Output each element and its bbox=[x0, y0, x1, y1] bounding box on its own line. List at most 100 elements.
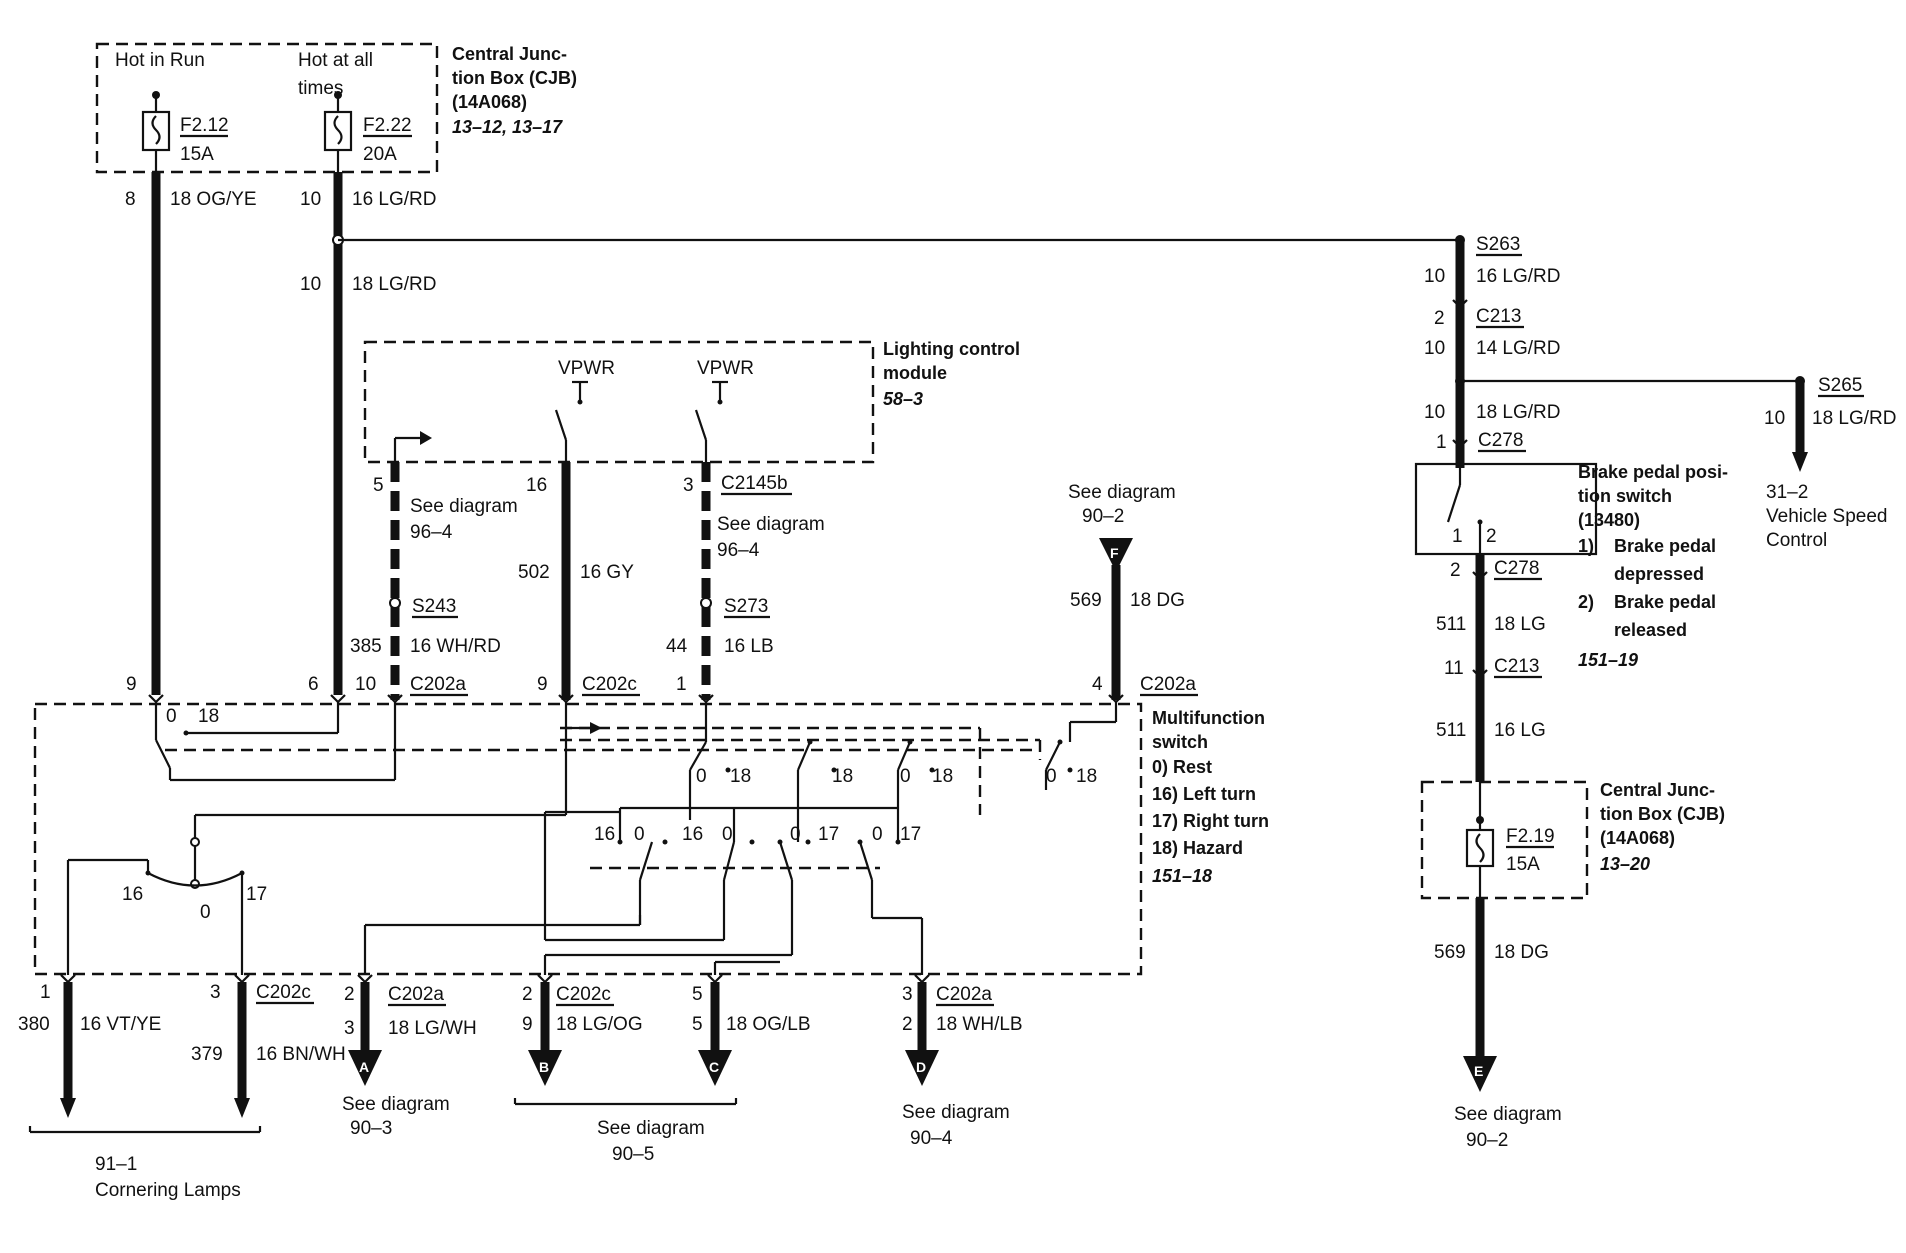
cornering-ref: 91–1 bbox=[95, 1154, 137, 1175]
s273-label: S273 bbox=[724, 596, 768, 617]
c278b-label: C278 bbox=[1494, 558, 1539, 579]
wire-b bbox=[528, 982, 562, 1086]
mfs-pos-17: 17) Right turn bbox=[1152, 811, 1269, 831]
pin-9: 9 bbox=[126, 674, 137, 695]
wire-d bbox=[905, 982, 939, 1086]
vpwr-2-label: VPWR bbox=[697, 358, 754, 379]
fuse-f212-id: F2.12 bbox=[180, 115, 229, 136]
see-964b-ref: 96–4 bbox=[717, 540, 760, 561]
pin-a-2: 2 bbox=[344, 984, 355, 1005]
see-902-top-ref: 90–2 bbox=[1082, 506, 1124, 527]
pin-1-bottom: 1 bbox=[40, 982, 51, 1003]
wire-380 bbox=[60, 982, 76, 1118]
fuse-f212-icon bbox=[141, 91, 171, 172]
wire-44-desc: 16 LB bbox=[724, 636, 774, 657]
vsc-label-2: Control bbox=[1766, 530, 1827, 551]
mfs-n17a: 17 bbox=[818, 824, 839, 845]
wire-c bbox=[698, 982, 732, 1086]
multifunction-switch-box bbox=[33, 702, 1143, 976]
r10a-num: 10 bbox=[1424, 266, 1445, 287]
wire-c-desc: 18 OG/LB bbox=[726, 1014, 811, 1035]
c202c-bottom-label: C202c bbox=[256, 982, 311, 1003]
r511a-num: 511 bbox=[1436, 614, 1466, 635]
connector-d-label: D bbox=[916, 1059, 926, 1075]
bpp-ref: 151–19 bbox=[1578, 650, 1638, 670]
pin-3: 3 bbox=[683, 475, 694, 496]
mfs-n0c: 0 bbox=[900, 766, 911, 787]
cjb-right-title-2: tion Box (CJB) bbox=[1600, 804, 1725, 824]
wire-379-num: 379 bbox=[191, 1044, 223, 1065]
mfs-n17b: 17 bbox=[900, 824, 921, 845]
cjb-top-part: (14A068) bbox=[452, 92, 527, 112]
connector-f-icon bbox=[1099, 538, 1133, 572]
bpp-item1-b: depressed bbox=[1614, 564, 1704, 584]
wire-right-main bbox=[1452, 235, 1468, 468]
see-902-top: See diagram bbox=[1068, 482, 1176, 503]
cjb-right-ref: 13–20 bbox=[1600, 854, 1650, 874]
mfs-n16b: 16 bbox=[682, 824, 703, 845]
mfs-ref: 151–18 bbox=[1152, 866, 1212, 886]
see-bc-ref: 90–5 bbox=[612, 1144, 654, 1165]
lcm-switch-2-icon bbox=[694, 380, 728, 462]
see-964b: See diagram bbox=[717, 514, 825, 535]
mfs-n18a: 18 bbox=[198, 706, 219, 727]
mfs-pos-16: 16) Left turn bbox=[1152, 784, 1256, 804]
wire-b-desc: 18 LG/OG bbox=[556, 1014, 643, 1035]
c202a-d-label: C202a bbox=[936, 984, 992, 1005]
r11-num: 11 bbox=[1444, 658, 1464, 679]
cjb-top-title-1: Central Junc- bbox=[452, 44, 567, 64]
mfs-n18c: 18 bbox=[832, 766, 853, 787]
s243-label: S243 bbox=[412, 596, 456, 617]
sw-pin-1: 1 bbox=[1452, 526, 1463, 547]
wire-380-num: 380 bbox=[18, 1014, 50, 1035]
mfs-n0e: 0 bbox=[634, 824, 645, 845]
lcm-output-5-icon bbox=[393, 431, 432, 462]
see-a-ref: 90–3 bbox=[350, 1118, 392, 1139]
pin-d-3: 3 bbox=[902, 984, 913, 1005]
hot-at-all-times-label: times bbox=[298, 78, 343, 99]
cjb-right-title-1: Central Junc- bbox=[1600, 780, 1715, 800]
r10c-num: 10 bbox=[1424, 402, 1445, 423]
wire-385 bbox=[389, 462, 401, 700]
pin-3-bottom: 3 bbox=[210, 982, 221, 1003]
pin-1: 1 bbox=[676, 674, 687, 695]
pin-4: 4 bbox=[1092, 674, 1103, 695]
fuse-f222-id: F2.22 bbox=[363, 115, 412, 136]
wire-10-lg-rd bbox=[332, 172, 344, 695]
fuse-f222-icon bbox=[323, 91, 353, 172]
mfs-n0f: 0 bbox=[722, 824, 733, 845]
c278a-label: C278 bbox=[1478, 430, 1523, 451]
r2b-num: 2 bbox=[1450, 560, 1461, 581]
mfs-n16a: 16 bbox=[594, 824, 615, 845]
cjb-top-ref: 13–12, 13–17 bbox=[452, 117, 563, 137]
pin-c-5a: 5 bbox=[692, 984, 703, 1005]
pin-10: 10 bbox=[355, 674, 376, 695]
r10b-desc: 14 LG/RD bbox=[1476, 338, 1560, 359]
bpp-item2-b: released bbox=[1614, 620, 1687, 640]
s265-label: S265 bbox=[1818, 375, 1862, 396]
brake-pedal-switch-box bbox=[1414, 462, 1598, 556]
c2145b-label: C2145b bbox=[721, 473, 788, 494]
mfs-n17c: 17 bbox=[246, 884, 267, 905]
r10b-num: 10 bbox=[1424, 338, 1445, 359]
wire-385-desc: 16 WH/RD bbox=[410, 636, 501, 657]
sw-pin-2: 2 bbox=[1486, 526, 1497, 547]
wire-379-desc: 16 BN/WH bbox=[256, 1044, 346, 1065]
fuse-f219-id: F2.19 bbox=[1506, 826, 1555, 847]
bpp-title-2: tion switch bbox=[1578, 486, 1672, 506]
lcm-title-1: Lighting control bbox=[883, 339, 1020, 359]
r10a-desc: 16 LG/RD bbox=[1476, 266, 1560, 287]
mfs-n0g: 0 bbox=[790, 824, 801, 845]
wire-44-num: 44 bbox=[666, 636, 688, 657]
mfs-pos-18: 18) Hazard bbox=[1152, 838, 1243, 858]
see-bc: See diagram bbox=[597, 1118, 705, 1139]
mfs-n16c: 16 bbox=[122, 884, 143, 905]
see-a: See diagram bbox=[342, 1094, 450, 1115]
mfs-title-1: Multifunction bbox=[1152, 708, 1265, 728]
c202a-1-label: C202a bbox=[410, 674, 466, 695]
c213b-label: C213 bbox=[1494, 656, 1539, 677]
wire-d-desc: 18 WH/LB bbox=[936, 1014, 1023, 1035]
connector-a-label: A bbox=[359, 1059, 369, 1075]
fuse-f212-amp: 15A bbox=[180, 144, 214, 165]
